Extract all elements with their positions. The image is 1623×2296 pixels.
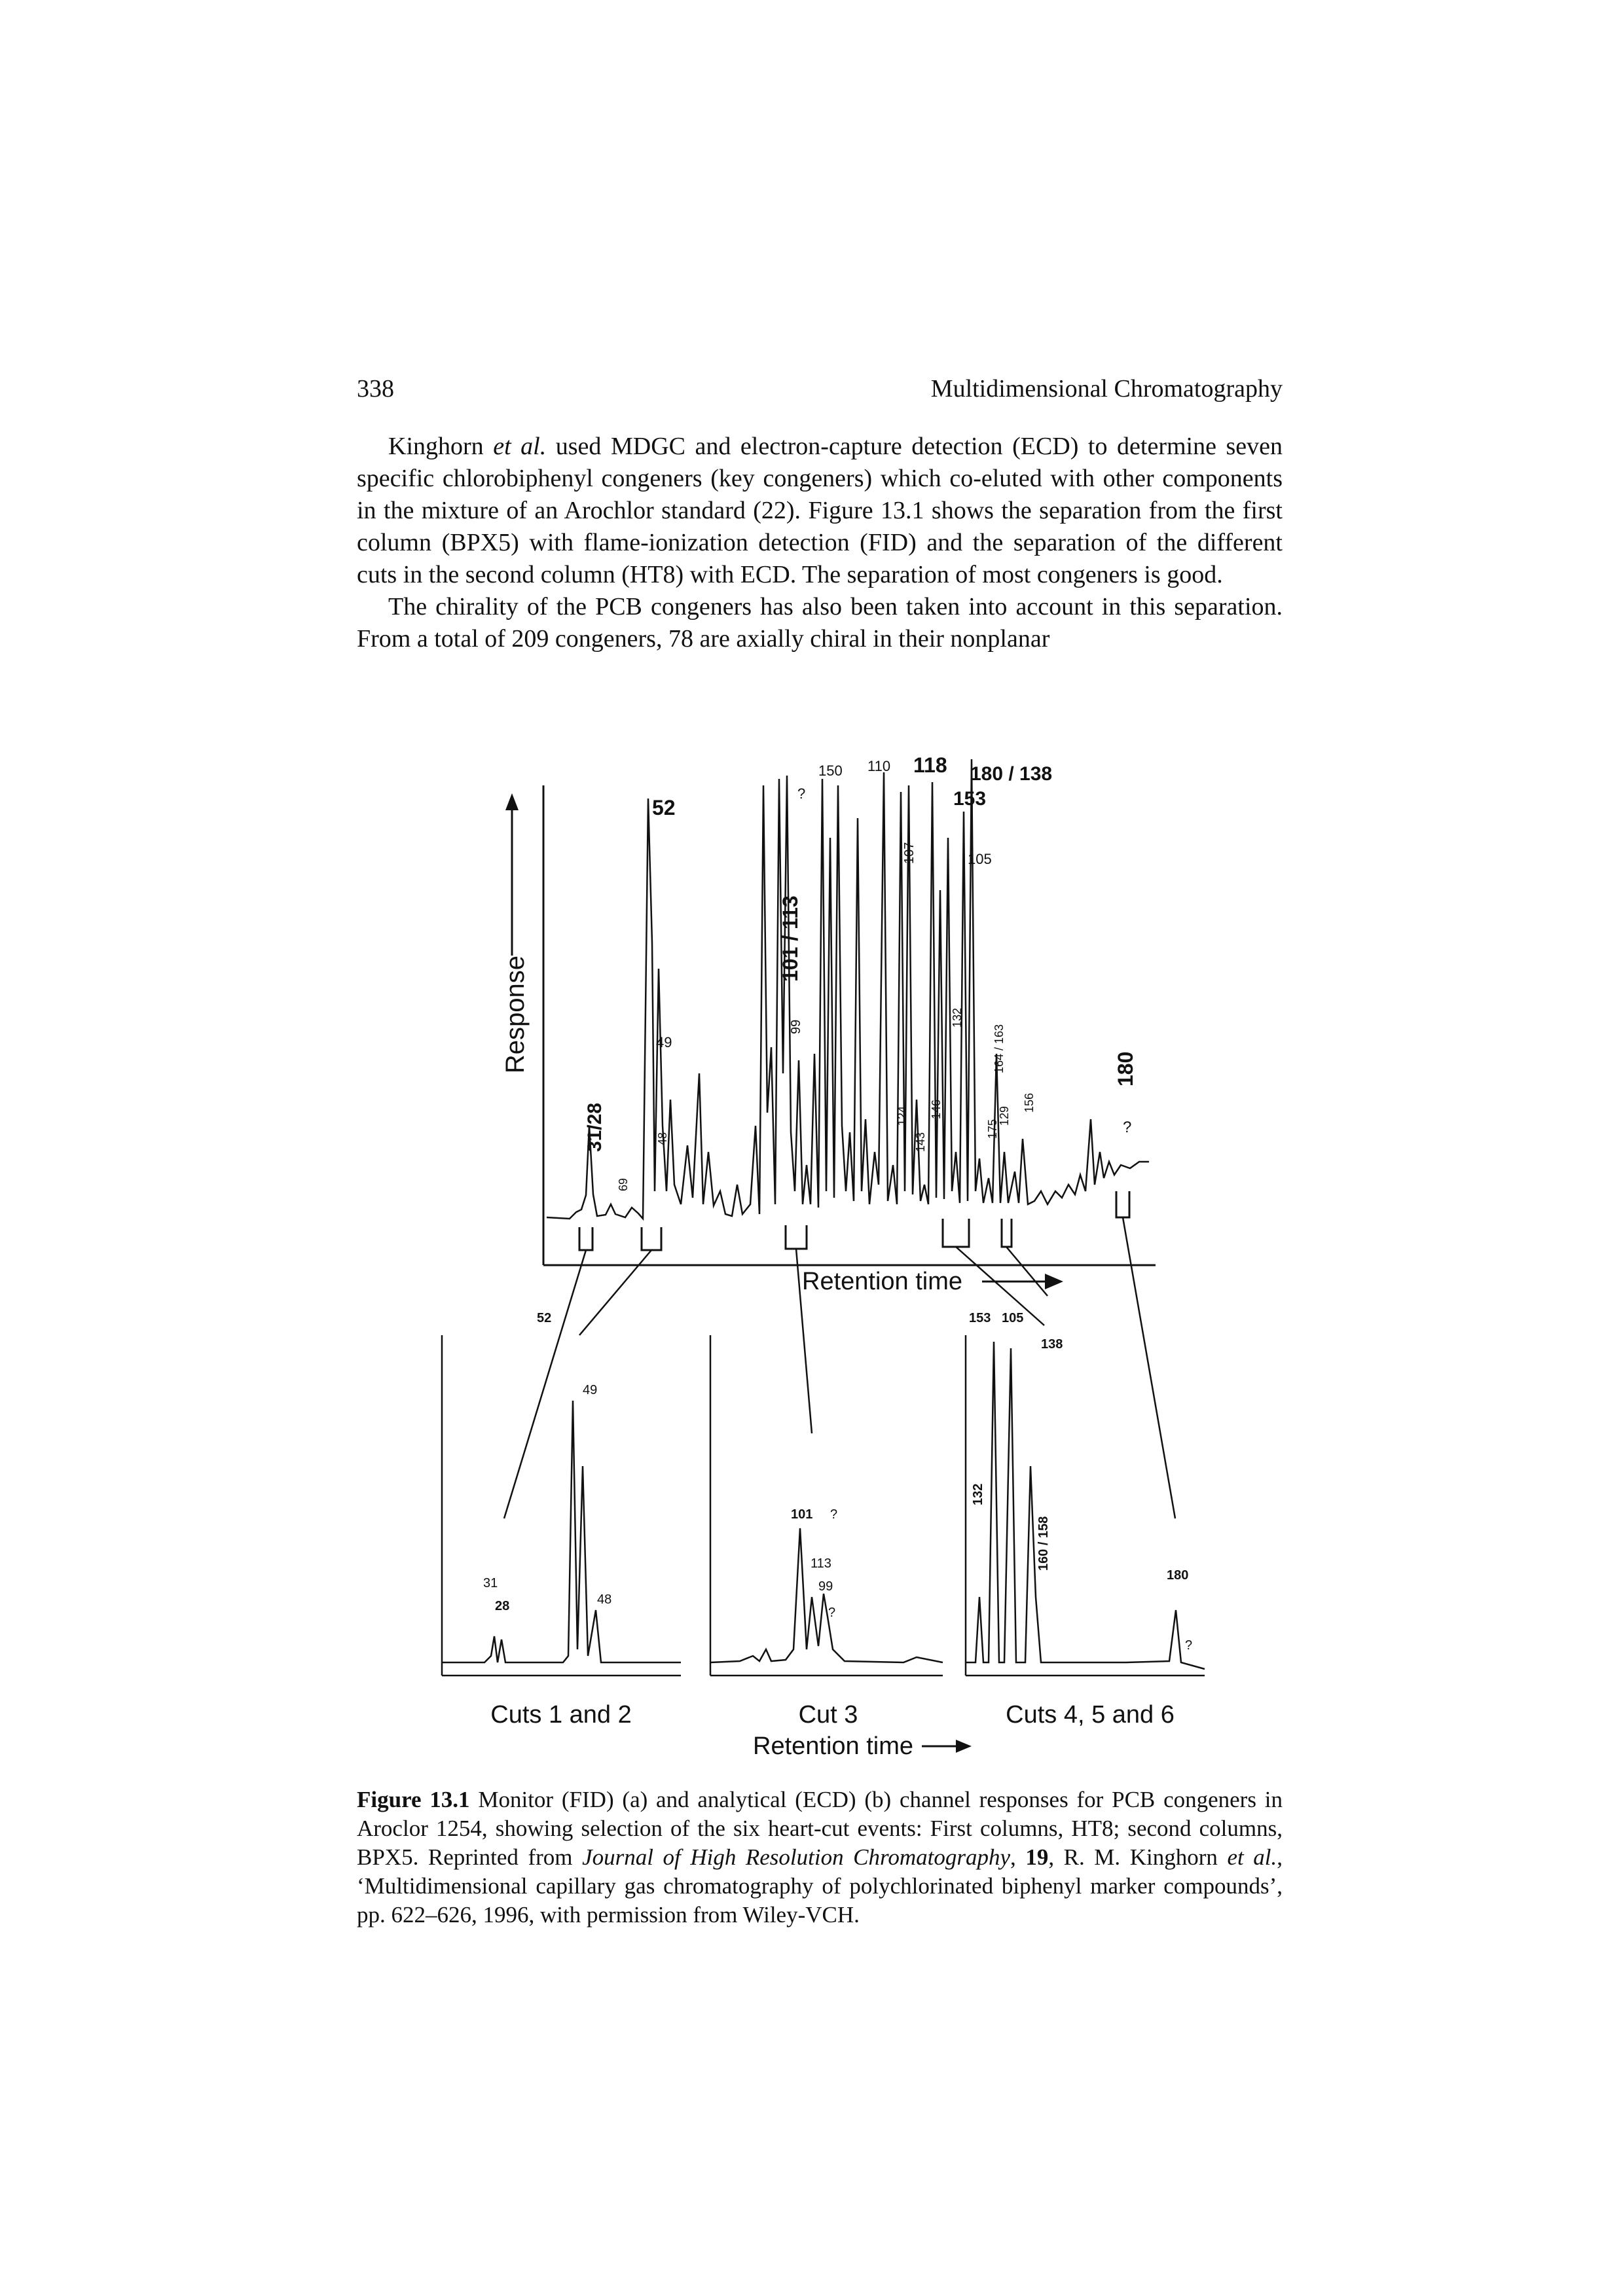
x-axis-label-bottom: Retention time [753, 1732, 913, 1760]
peak-label-69: 69 [617, 1178, 630, 1191]
p1-peak-31: 31 [483, 1576, 498, 1590]
p2-peak-99: 99 [818, 1579, 833, 1594]
rt-arrow-head-top [1045, 1274, 1063, 1289]
peak-label-101-113: 101 / 113 [778, 895, 802, 982]
p2-peak-113: 113 [811, 1556, 831, 1571]
panel1-trace [442, 1400, 681, 1664]
p1-peak-48: 48 [597, 1592, 611, 1607]
p2-peak-101: 101 [791, 1507, 812, 1522]
peak-label-146: 146 [930, 1100, 943, 1119]
peak-label-124: 124 [896, 1106, 909, 1126]
p2-peak-unknown-1: ? [828, 1605, 835, 1620]
cut-bracket-4 [941, 1219, 970, 1248]
p3-peak-180: 180 [1167, 1568, 1188, 1583]
peak-label-49: 49 [656, 1034, 672, 1050]
peak-label-175: 175 [986, 1119, 999, 1139]
analytical-panels [441, 1335, 1205, 1677]
cut-bracket-6 [1115, 1191, 1131, 1219]
peak-label-156: 156 [1023, 1093, 1036, 1113]
peak-label-105: 105 [968, 851, 992, 867]
peak-label-129: 129 [998, 1106, 1011, 1126]
peak-label-118: 118 [913, 753, 947, 777]
panel2-trace [710, 1528, 943, 1664]
figure-caption: Figure 13.1 Monitor (FID) (a) and analyt… [357, 1785, 1283, 1929]
panel3-trace [966, 1341, 1205, 1670]
p3-peak-153: 153 [969, 1311, 991, 1325]
peak-label-107: 107 [902, 842, 917, 864]
running-head: Multidimensional Chromatography [930, 375, 1283, 403]
page-number: 338 [357, 375, 394, 403]
peak-label-unknown-2: ? [797, 785, 805, 802]
p3-peak-unknown: ? [1185, 1638, 1192, 1653]
caption-text-b: , [1010, 1844, 1026, 1870]
connector-cut5 [1006, 1246, 1048, 1297]
connector-cut6 [1122, 1217, 1176, 1519]
peak-label-31-28: 31/28 [584, 1103, 606, 1152]
p1-start: Kinghorn [388, 433, 494, 460]
peak-label-48: 48 [656, 1132, 669, 1145]
panel2-label: Cut 3 [799, 1701, 858, 1729]
fid-trace [546, 759, 1149, 1221]
caption-label: Figure 13.1 [357, 1787, 470, 1812]
paragraph-2: The chirality of the PCB congeners has a… [357, 593, 1283, 653]
p1-peak-28: 28 [495, 1599, 509, 1613]
body-text: Kinghorn et al. used MDGC and electron-c… [357, 431, 1283, 655]
peak-label-150: 150 [818, 762, 843, 779]
cut-bracket-2 [640, 1227, 663, 1251]
p3-peak-160-158: 160 / 158 [1036, 1516, 1051, 1571]
rt-arrow-bottom [922, 1740, 972, 1753]
connector-cut3 [795, 1248, 813, 1434]
p2-peak-unknown-2: ? [830, 1507, 837, 1522]
chromatogram-figure: Response Retention time 52 150 110 118 1… [441, 753, 1205, 1760]
cut-bracket-5 [1000, 1219, 1013, 1248]
response-arrow-head [505, 793, 519, 810]
p3-peak-132: 132 [971, 1484, 985, 1505]
peak-label-110: 110 [867, 758, 890, 774]
peak-label-153: 153 [953, 788, 986, 810]
monitor-labels: Response Retention time 52 150 110 118 1… [501, 753, 1137, 1295]
peak-label-99: 99 [789, 1020, 803, 1034]
peak-label-164-163: 164 / 163 [993, 1024, 1006, 1073]
peak-label-unknown-1: ? [1123, 1119, 1131, 1136]
y-axis-label: Response [501, 956, 530, 1073]
caption-journal: Journal of High Resolution Chromatograph… [582, 1844, 1010, 1870]
x-axis-label-top: Retention time [802, 1268, 962, 1295]
rt-arrow-head-bottom [956, 1740, 972, 1753]
caption-text-a: Monitor (FID) (a) and analytical (ECD) (… [357, 1787, 1283, 1870]
p3-peak-138: 138 [1041, 1337, 1063, 1352]
monitor-chromatogram [503, 759, 1176, 1519]
p1-peak-49: 49 [583, 1383, 597, 1397]
connector-cut4 [955, 1246, 1045, 1326]
peak-label-143: 143 [914, 1132, 927, 1152]
paragraph-1: Kinghorn et al. used MDGC and electron-c… [357, 431, 1283, 591]
p1-etal: et al. [493, 433, 547, 460]
analytical-labels: 52 49 48 31 28 101 113 99 ? ? 153 105 13… [483, 1311, 1192, 1760]
connector-cut2 [579, 1249, 652, 1336]
p1-peak-52: 52 [537, 1311, 551, 1325]
panel3-label: Cuts 4, 5 and 6 [1006, 1701, 1175, 1729]
caption-text-d: , ‘Multidimensional capillary gas chroma… [357, 1844, 1283, 1928]
caption-etal: et al. [1227, 1844, 1277, 1870]
figure-13-1: Response Retention time 52 150 110 118 1… [0, 733, 1623, 1780]
caption-text-c: , R. M. Kinghorn [1048, 1844, 1228, 1870]
cut-bracket-3 [784, 1225, 808, 1250]
panel1-label: Cuts 1 and 2 [490, 1701, 631, 1729]
p1-rest: used MDGC and electron-capture detection… [357, 433, 1283, 588]
connector-cut1 [503, 1249, 587, 1519]
peak-label-180-138: 180 / 138 [970, 763, 1052, 785]
p3-peak-105: 105 [1002, 1311, 1023, 1325]
cut-bracket-1 [578, 1227, 594, 1251]
peak-label-132: 132 [951, 1008, 964, 1028]
peak-label-180: 180 [1114, 1052, 1137, 1086]
caption-volume: 19 [1025, 1844, 1049, 1870]
peak-label-52: 52 [652, 796, 676, 819]
